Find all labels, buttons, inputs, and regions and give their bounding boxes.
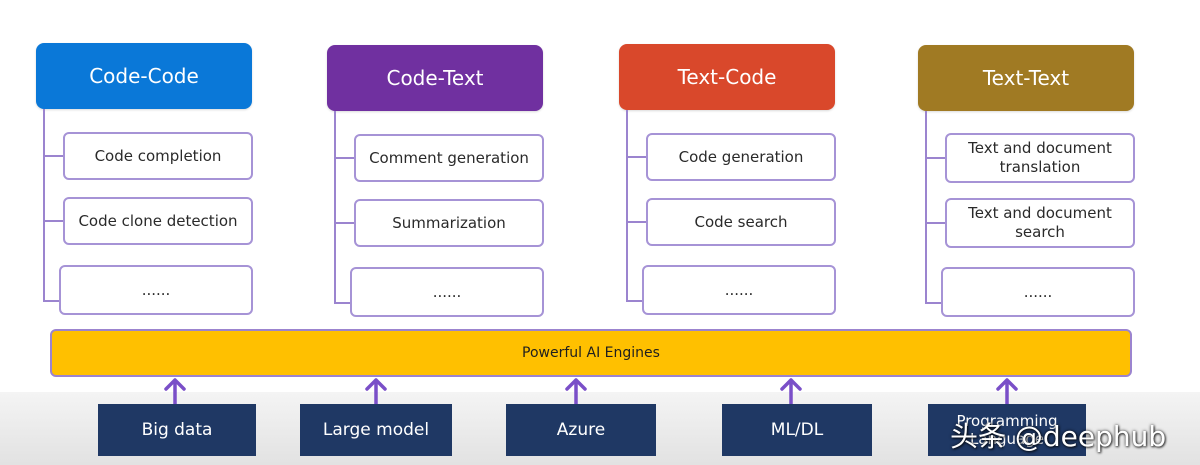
watermark: 头条 @deephub: [950, 420, 1167, 453]
task-more: ......: [642, 265, 836, 315]
connector-branch: [334, 222, 354, 224]
connector-branch: [626, 221, 646, 223]
category-header-code-text: Code-Text: [327, 45, 543, 111]
task-more: ......: [941, 267, 1135, 317]
connector-branch: [43, 300, 59, 302]
task-code-search: Code search: [646, 198, 836, 246]
task-more: ......: [59, 265, 253, 315]
task-code-clone-detection: Code clone detection: [63, 197, 253, 245]
connector-line: [43, 109, 45, 302]
task-code-generation: Code generation: [646, 133, 836, 181]
ai-engines-bar: Powerful AI Engines: [50, 329, 1132, 377]
connector-branch: [334, 157, 354, 159]
connector-branch: [626, 300, 642, 302]
connector-branch: [334, 302, 350, 304]
connector-branch: [43, 155, 63, 157]
connector-branch: [626, 156, 646, 158]
connector-branch: [925, 302, 941, 304]
task-text-document-translation: Text and document translation: [945, 133, 1135, 183]
category-header-code-code: Code-Code: [36, 43, 252, 109]
connector-branch: [925, 157, 945, 159]
category-header-text-text: Text-Text: [918, 45, 1134, 111]
task-code-completion: Code completion: [63, 132, 253, 180]
source-big-data: Big data: [98, 404, 256, 456]
connector-line: [334, 111, 336, 304]
task-text-document-search: Text and document search: [945, 198, 1135, 248]
source-large-model: Large model: [300, 404, 452, 456]
up-arrow-icon: [365, 378, 387, 405]
connector-branch: [925, 222, 945, 224]
task-comment-generation: Comment generation: [354, 134, 544, 182]
connector-line: [925, 111, 927, 304]
category-header-text-code: Text-Code: [619, 44, 835, 110]
source-azure: Azure: [506, 404, 656, 456]
task-more: ......: [350, 267, 544, 317]
up-arrow-icon: [565, 378, 587, 405]
connector-line: [626, 110, 628, 302]
up-arrow-icon: [996, 378, 1018, 405]
source-programming-language: Programming Language: [928, 404, 1086, 456]
up-arrow-icon: [164, 378, 186, 405]
connector-branch: [43, 220, 63, 222]
source-ml-dl: ML/DL: [722, 404, 872, 456]
task-summarization: Summarization: [354, 199, 544, 247]
up-arrow-icon: [780, 378, 802, 405]
